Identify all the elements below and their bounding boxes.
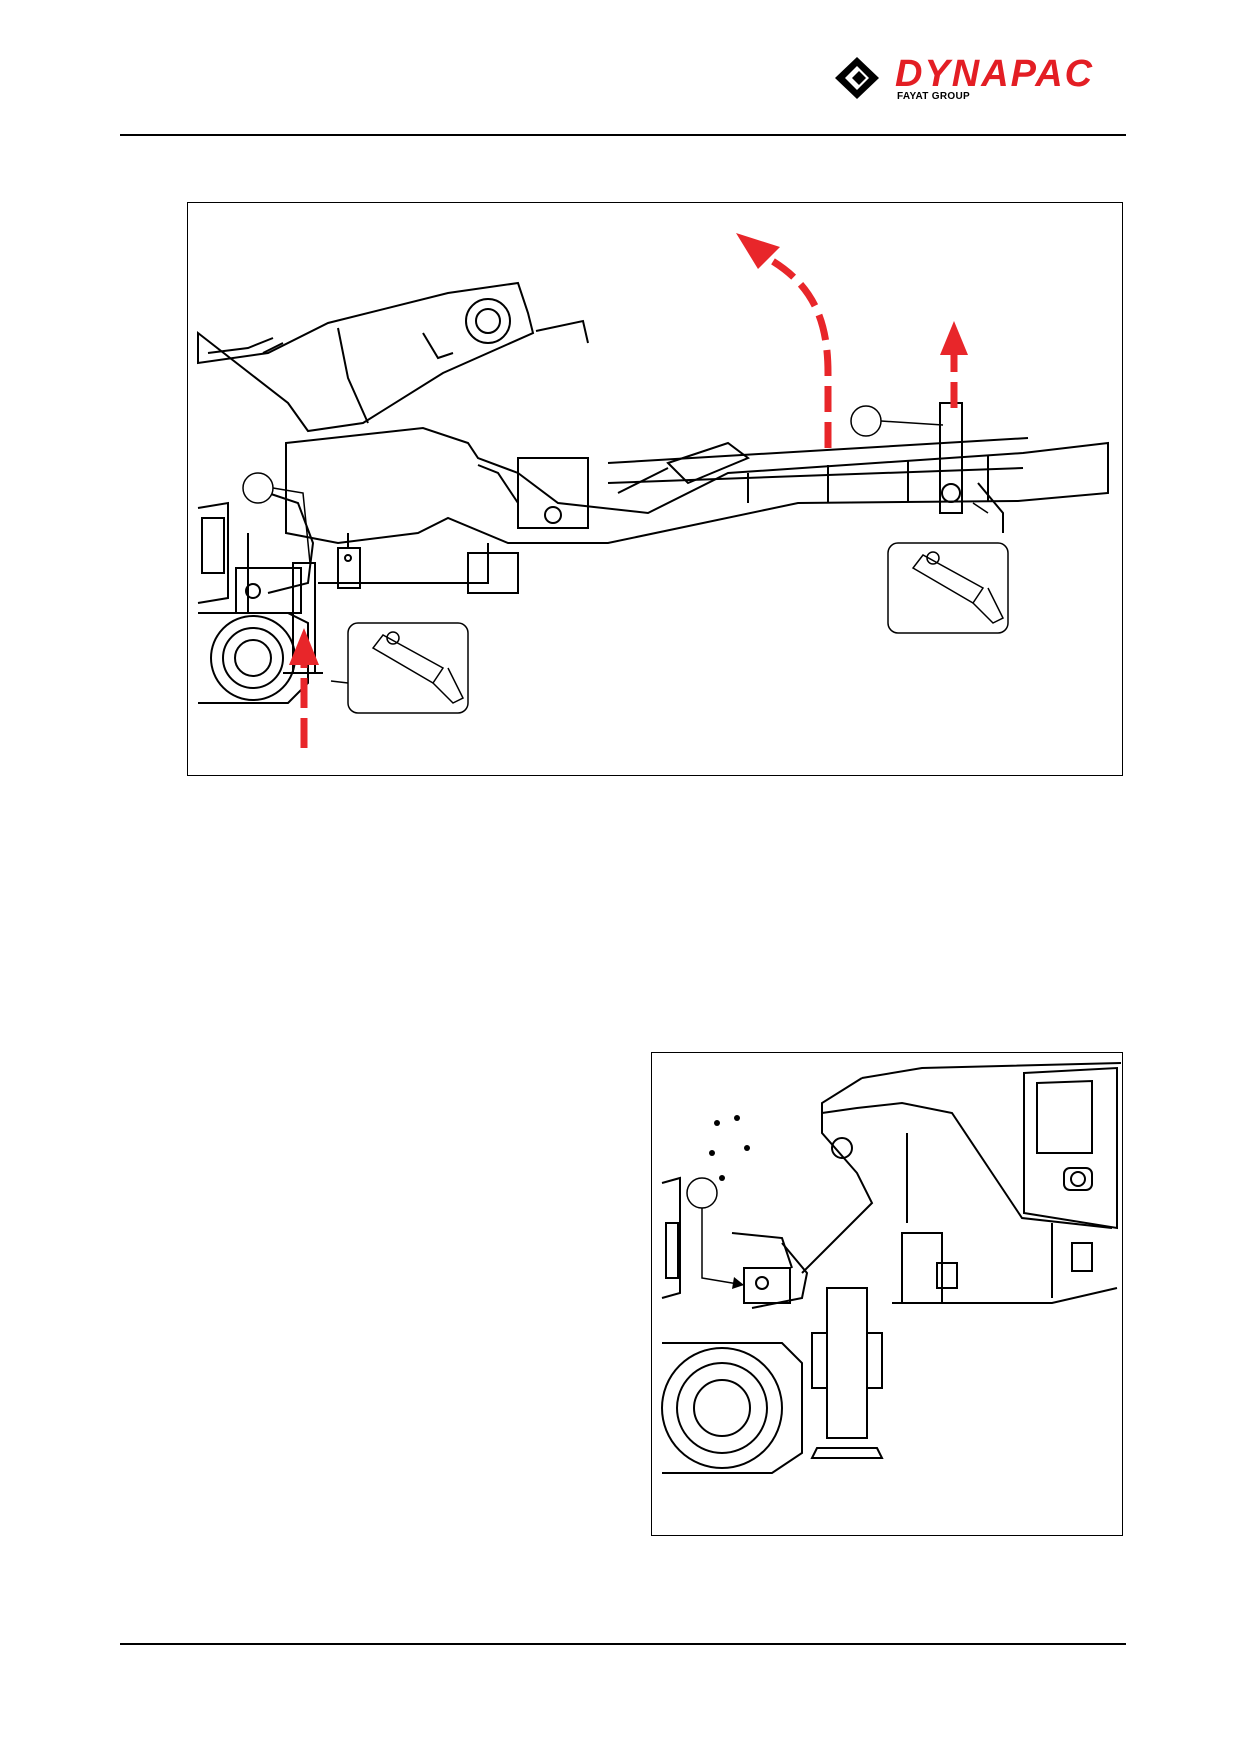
dynapac-emblem-icon <box>835 57 879 99</box>
footer-rule <box>120 1643 1126 1645</box>
brand-logo: DYNAPAC FAYAT GROUP <box>835 53 1130 105</box>
header-rule <box>120 134 1126 136</box>
figure-2 <box>651 1052 1123 1536</box>
machine-support-leg-detail-illustration <box>661 1062 1121 1474</box>
brand-subtitle: FAYAT GROUP <box>897 91 970 102</box>
brand-name: DYNAPAC <box>895 53 1095 95</box>
machine-hopper-lift-illustration <box>197 233 1109 748</box>
figure-1 <box>187 202 1123 776</box>
